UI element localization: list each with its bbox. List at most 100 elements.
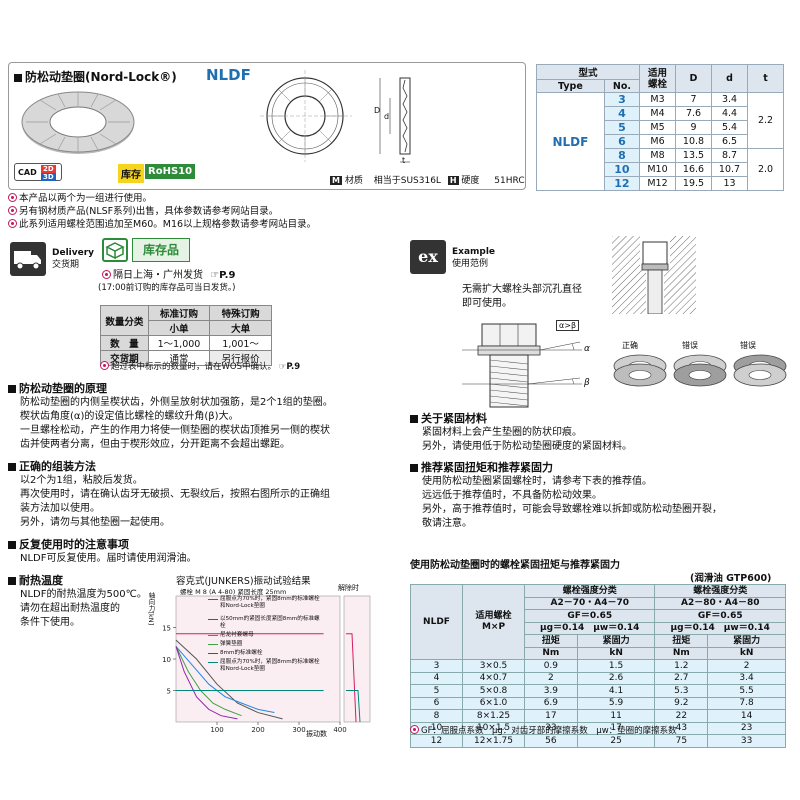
washer-pairs <box>612 350 792 390</box>
spec-D-cell: 13.5 <box>675 148 712 163</box>
chart-release-line <box>346 633 357 723</box>
torque-cell: 56 <box>524 734 578 748</box>
x-tick-label: 300 <box>292 726 305 734</box>
example-label: Example 使用范例 <box>452 247 496 269</box>
torque-cell: 14 <box>707 709 786 723</box>
page-ref-icon: ☞ <box>278 362 287 372</box>
torque-cell: 23 <box>707 721 786 735</box>
spec-D-cell: 7 <box>675 92 712 107</box>
spec-no-cell: 12 <box>603 176 641 191</box>
torque-cell: 12 <box>410 734 463 748</box>
section-material: 关于紧固材料 紧固材料上会产生垫圈的防状印痕。 另外，请使用低于防松动垫圈硬度的… <box>410 410 795 454</box>
chart-subtitle: 螺栓 M 8 (A 4-80) 紧固长度 25mm <box>180 588 287 596</box>
spec-D-cell: 19.5 <box>675 176 712 191</box>
x-tick-label: 400 <box>333 726 346 734</box>
legend-item: 8mm的标准螺栓 <box>208 650 320 657</box>
legend-swatch <box>208 599 218 600</box>
torque-cell: 8×1.25 <box>462 709 525 723</box>
spec-d-cell: 5.4 <box>711 120 748 135</box>
torque-cell: 2.6 <box>576 671 656 685</box>
hardness-icon: H <box>447 176 459 185</box>
torque-cell: 5 <box>410 684 463 698</box>
chart-series-line <box>175 646 238 720</box>
spec-D-cell: 16.6 <box>675 162 712 177</box>
spec-d-cell: 10.7 <box>711 162 748 177</box>
torque-footnote: GF：屈服点系数 μg：对齿牙部的摩擦系数 μw：垫圈的摩擦系数 <box>410 724 677 736</box>
section-principle: 防松动垫圈的原理 防松动垫圈的内侧呈楔状齿，外侧呈放射状加强筋，是2个1组的垫圈… <box>8 380 408 452</box>
spec-no-cell: 8 <box>603 148 641 163</box>
note-icon <box>102 270 111 279</box>
spec-no-cell: 6 <box>603 134 641 149</box>
torque-table: NLDF 适用螺栓 M×P 螺栓强度分类 螺栓强度分类 A2－70・A4－70 … <box>410 584 786 748</box>
section-square-icon <box>8 577 16 585</box>
material-icon: M <box>330 176 342 185</box>
y-tick-label: 15 <box>162 625 171 633</box>
correct-label: 正确 <box>622 341 638 350</box>
chart-release-panel <box>343 595 371 723</box>
torque-cell: 2.7 <box>654 671 709 685</box>
spec-header-d: d <box>711 64 748 93</box>
spec-bolt-cell: M4 <box>639 106 676 121</box>
spec-d-cell: 8.7 <box>711 148 748 163</box>
stock-box-icon <box>102 238 128 262</box>
counterbore-drawing <box>612 236 696 315</box>
product-title: 防松动垫圈(Nord-Lock®) <box>14 68 177 85</box>
torque-cell: 2 <box>707 659 786 673</box>
legend-item: 弹簧垫圈 <box>208 641 320 648</box>
bolt-diagram: α>β α β <box>462 318 602 410</box>
torque-cell: 8 <box>410 709 463 723</box>
spec-bolt-cell: M8 <box>639 148 676 163</box>
note-icon <box>8 219 17 228</box>
spec-no-cell: 5 <box>603 120 641 135</box>
example-caption: 无需扩大螺栓头部沉孔直径 即可使用。 <box>462 284 582 309</box>
quantity-table: 数量分类 标准订购 特殊订购 小单 大单 数 量 1〜1,000 1,001〜 … <box>100 305 272 366</box>
torque-cell: 6.9 <box>524 696 578 710</box>
spec-t-cell: 2.0 <box>747 148 784 191</box>
spec-D-cell: 9 <box>675 120 712 135</box>
spec-no-cell: 3 <box>603 92 641 107</box>
chart-series-line <box>175 639 283 720</box>
legend-swatch <box>208 635 218 636</box>
torque-cell: 2 <box>524 671 578 685</box>
section-square-icon <box>8 541 16 549</box>
example-icon: ex <box>410 240 446 274</box>
chart-loosen-label: 解除时 <box>338 584 359 592</box>
torque-cell: 5×0.8 <box>462 684 525 698</box>
note-icon <box>100 361 109 370</box>
note-item: 本产品以两个为一组进行使用。 <box>8 192 528 205</box>
torque-cell: 3.4 <box>707 671 786 685</box>
torque-lubricant: (润滑油 GTP600) <box>690 573 772 584</box>
chart-ylabel: 轴向力[kN] <box>147 592 155 626</box>
torque-cell: 25 <box>576 734 656 748</box>
torque-cell: 33 <box>707 734 786 748</box>
x-tick-label: 100 <box>210 726 223 734</box>
torque-cell: 75 <box>654 734 709 748</box>
chart-series-line <box>175 646 242 717</box>
header-box <box>8 62 526 190</box>
rohs-badge: RoHS10 <box>145 164 196 179</box>
legend-item: 尼龙衬套螺母 <box>208 632 320 639</box>
spec-d-cell: 4.4 <box>711 106 748 121</box>
torque-cell: 12×1.75 <box>462 734 525 748</box>
wrong-label-2: 错误 <box>740 341 756 350</box>
section-square-icon <box>8 385 16 393</box>
delivery-cutoff: (17:00前订购的库存品可当日发货。) <box>98 283 236 293</box>
torque-cell: 1.5 <box>576 659 656 673</box>
section-square-icon <box>410 415 418 423</box>
y-tick-label: 5 <box>167 688 171 696</box>
legend-swatch <box>208 662 218 663</box>
chart-series-line <box>175 646 275 714</box>
chart-title: 容克式(JUNKERS)振动试验结果 <box>176 576 311 587</box>
delivery-label: Delivery 交货期 <box>52 248 95 270</box>
legend-item: 以50mm的紧固长度紧固8mm的标准螺栓 <box>208 616 320 630</box>
spec-header-D: D <box>675 64 712 93</box>
section-square-icon <box>8 463 16 471</box>
section-square-icon <box>410 464 418 472</box>
